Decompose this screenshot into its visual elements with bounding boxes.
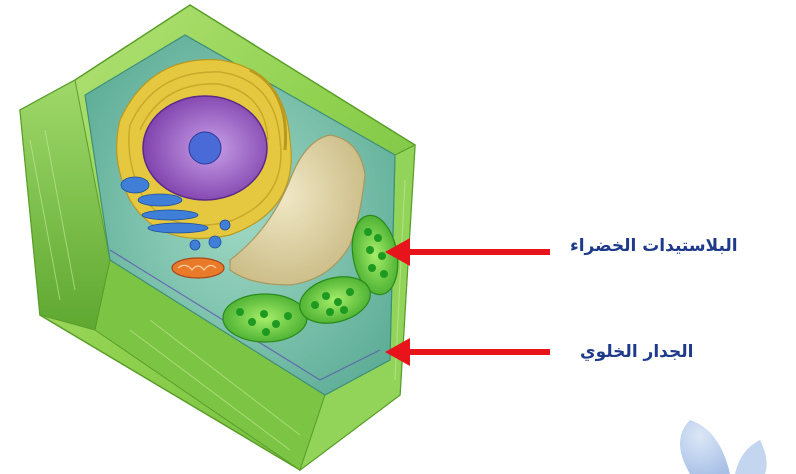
label-cell-wall: الجدار الخلوي (580, 342, 693, 362)
chloroplast (223, 294, 307, 342)
nucleus (143, 96, 267, 200)
arrow-chloroplasts (385, 238, 550, 266)
mitochondrion (172, 258, 224, 278)
arrow-cell-wall (385, 338, 550, 366)
leaf-petal-icon (680, 420, 767, 474)
label-chloroplasts: البلاستيدات الخضراء (570, 236, 738, 256)
nucleolus (189, 132, 221, 164)
